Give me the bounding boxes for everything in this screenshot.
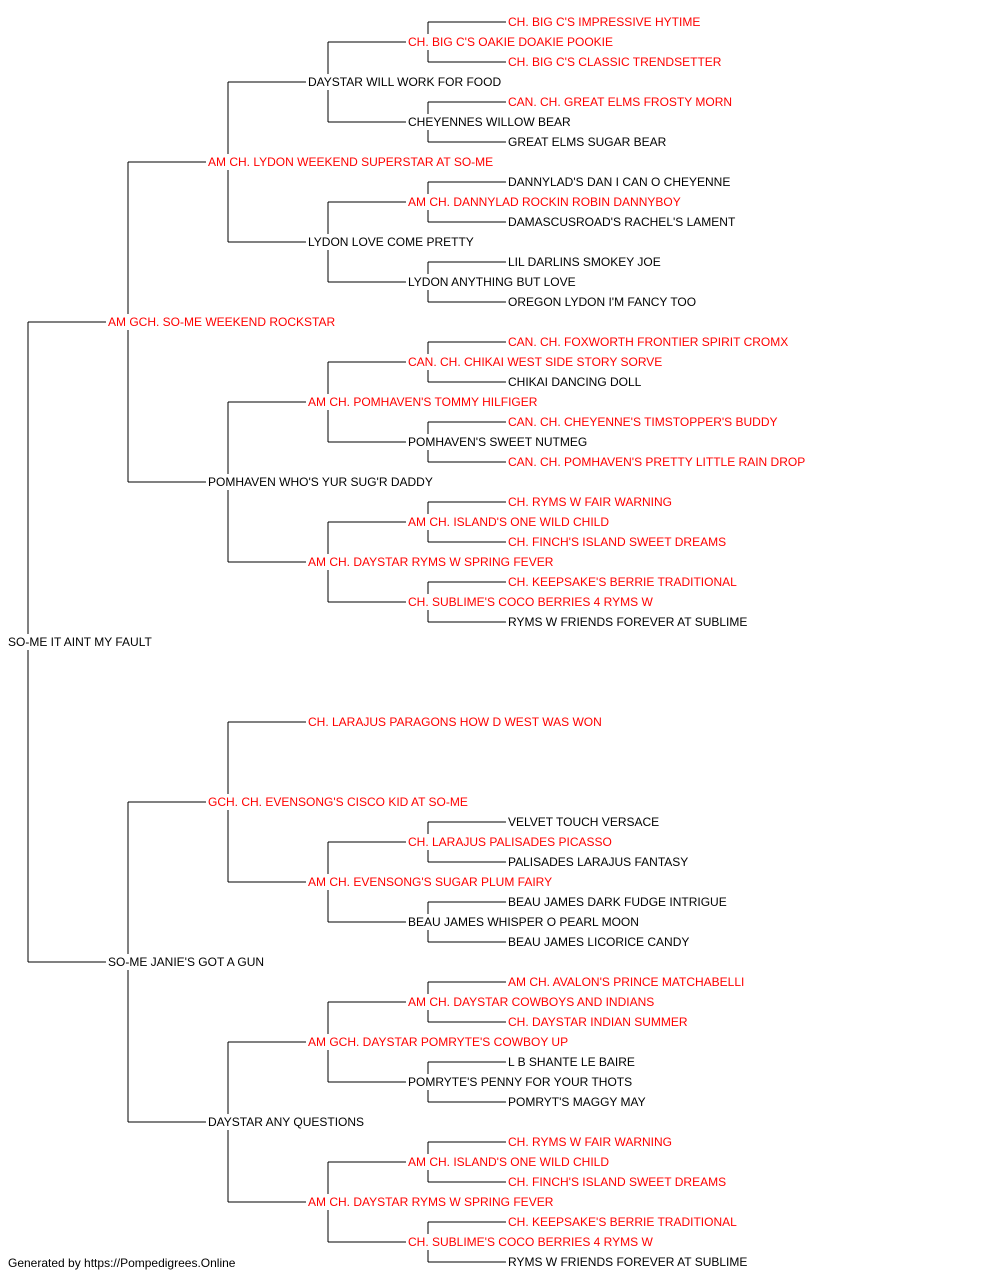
great-great-grandparent-name[interactable]: BEAU JAMES WHISPER O PEARL MOON bbox=[408, 915, 639, 929]
great-great-grandparent-name[interactable]: AM CH. ISLAND'S ONE WILD CHILD bbox=[408, 515, 609, 529]
undefined-name[interactable]: CH. DAYSTAR INDIAN SUMMER bbox=[508, 1015, 688, 1029]
grandparent-name[interactable]: DAYSTAR ANY QUESTIONS bbox=[208, 1115, 364, 1129]
undefined-name[interactable]: DAMASCUSROAD'S RACHEL'S LAMENT bbox=[508, 215, 736, 229]
great-great-grandparent-name[interactable]: CHEYENNES WILLOW BEAR bbox=[408, 115, 571, 129]
great-great-grandparent-name[interactable]: CAN. CH. CHIKAI WEST SIDE STORY SORVE bbox=[408, 355, 662, 369]
grandparent-name[interactable]: POMHAVEN WHO'S YUR SUG'R DADDY bbox=[208, 475, 433, 489]
undefined-name[interactable]: L B SHANTE LE BAIRE bbox=[508, 1055, 635, 1069]
undefined-name[interactable]: BEAU JAMES LICORICE CANDY bbox=[508, 935, 689, 949]
undefined-name[interactable]: GREAT ELMS SUGAR BEAR bbox=[508, 135, 667, 149]
great-grandparent-name[interactable]: CH. LARAJUS PARAGONS HOW D WEST WAS WON bbox=[308, 715, 602, 729]
great-great-grandparent-name[interactable]: CH. LARAJUS PALISADES PICASSO bbox=[408, 835, 612, 849]
great-great-grandparent-name[interactable]: CH. SUBLIME'S COCO BERRIES 4 RYMS W bbox=[408, 1235, 653, 1249]
great-grandparent-name[interactable]: AM CH. EVENSONG'S SUGAR PLUM FAIRY bbox=[308, 875, 552, 889]
great-grandparent-name[interactable]: AM GCH. DAYSTAR POMRYTE'S COWBOY UP bbox=[308, 1035, 568, 1049]
great-grandparent-name[interactable]: LYDON LOVE COME PRETTY bbox=[308, 235, 474, 249]
undefined-name[interactable]: CAN. CH. GREAT ELMS FROSTY MORN bbox=[508, 95, 732, 109]
grandparent-name[interactable]: GCH. CH. EVENSONG'S CISCO KID AT SO-ME bbox=[208, 795, 468, 809]
great-grandparent-name[interactable]: AM CH. DAYSTAR RYMS W SPRING FEVER bbox=[308, 1195, 554, 1209]
parent-name[interactable]: SO-ME JANIE'S GOT A GUN bbox=[108, 955, 264, 969]
great-great-grandparent-name[interactable]: AM CH. ISLAND'S ONE WILD CHILD bbox=[408, 1155, 609, 1169]
dog-name[interactable]: SO-ME IT AINT MY FAULT bbox=[8, 635, 152, 649]
undefined-name[interactable]: CAN. CH. CHEYENNE'S TIMSTOPPER'S BUDDY bbox=[508, 415, 778, 429]
undefined-name[interactable]: CAN. CH. FOXWORTH FRONTIER SPIRIT CROMX bbox=[508, 335, 788, 349]
great-grandparent-name[interactable]: AM CH. POMHAVEN'S TOMMY HILFIGER bbox=[308, 395, 538, 409]
undefined-name[interactable]: LIL DARLINS SMOKEY JOE bbox=[508, 255, 661, 269]
grandparent-name[interactable]: AM CH. LYDON WEEKEND SUPERSTAR AT SO-ME bbox=[208, 155, 493, 169]
great-grandparent-name[interactable]: DAYSTAR WILL WORK FOR FOOD bbox=[308, 75, 501, 89]
undefined-name[interactable]: CAN. CH. POMHAVEN'S PRETTY LITTLE RAIN D… bbox=[508, 455, 805, 469]
great-great-grandparent-name[interactable]: AM CH. DAYSTAR COWBOYS AND INDIANS bbox=[408, 995, 654, 1009]
undefined-name[interactable]: CH. RYMS W FAIR WARNING bbox=[508, 1135, 672, 1149]
undefined-name[interactable]: RYMS W FRIENDS FOREVER AT SUBLIME bbox=[508, 1255, 747, 1269]
undefined-name[interactable]: CH. RYMS W FAIR WARNING bbox=[508, 495, 672, 509]
undefined-name[interactable]: DANNYLAD'S DAN I CAN O CHEYENNE bbox=[508, 175, 730, 189]
undefined-name[interactable]: CH. FINCH'S ISLAND SWEET DREAMS bbox=[508, 1175, 726, 1189]
undefined-name[interactable]: CH. KEEPSAKE'S BERRIE TRADITIONAL bbox=[508, 1215, 737, 1229]
undefined-name[interactable]: AM CH. AVALON'S PRINCE MATCHABELLI bbox=[508, 975, 744, 989]
undefined-name[interactable]: CH. BIG C'S IMPRESSIVE HYTIME bbox=[508, 15, 700, 29]
great-great-grandparent-name[interactable]: AM CH. DANNYLAD ROCKIN ROBIN DANNYBOY bbox=[408, 195, 681, 209]
undefined-name[interactable]: VELVET TOUCH VERSACE bbox=[508, 815, 659, 829]
undefined-name[interactable]: POMRYT'S MAGGY MAY bbox=[508, 1095, 646, 1109]
undefined-name[interactable]: CH. FINCH'S ISLAND SWEET DREAMS bbox=[508, 535, 726, 549]
undefined-name[interactable]: CH. KEEPSAKE'S BERRIE TRADITIONAL bbox=[508, 575, 737, 589]
footer-credit: Generated by https://Pompedigrees.Online bbox=[8, 1256, 236, 1270]
undefined-name[interactable]: RYMS W FRIENDS FOREVER AT SUBLIME bbox=[508, 615, 747, 629]
great-grandparent-name[interactable]: AM CH. DAYSTAR RYMS W SPRING FEVER bbox=[308, 555, 554, 569]
great-great-grandparent-name[interactable]: CH. SUBLIME'S COCO BERRIES 4 RYMS W bbox=[408, 595, 653, 609]
great-great-grandparent-name[interactable]: CH. BIG C'S OAKIE DOAKIE POOKIE bbox=[408, 35, 613, 49]
great-great-grandparent-name[interactable]: POMHAVEN'S SWEET NUTMEG bbox=[408, 435, 587, 449]
undefined-name[interactable]: CH. BIG C'S CLASSIC TRENDSETTER bbox=[508, 55, 722, 69]
undefined-name[interactable]: OREGON LYDON I'M FANCY TOO bbox=[508, 295, 696, 309]
parent-name[interactable]: AM GCH. SO-ME WEEKEND ROCKSTAR bbox=[108, 315, 335, 329]
undefined-name[interactable]: PALISADES LARAJUS FANTASY bbox=[508, 855, 688, 869]
undefined-name[interactable]: BEAU JAMES DARK FUDGE INTRIGUE bbox=[508, 895, 727, 909]
great-great-grandparent-name[interactable]: POMRYTE'S PENNY FOR YOUR THOTS bbox=[408, 1075, 632, 1089]
great-great-grandparent-name[interactable]: LYDON ANYTHING BUT LOVE bbox=[408, 275, 576, 289]
undefined-name[interactable]: CHIKAI DANCING DOLL bbox=[508, 375, 642, 389]
